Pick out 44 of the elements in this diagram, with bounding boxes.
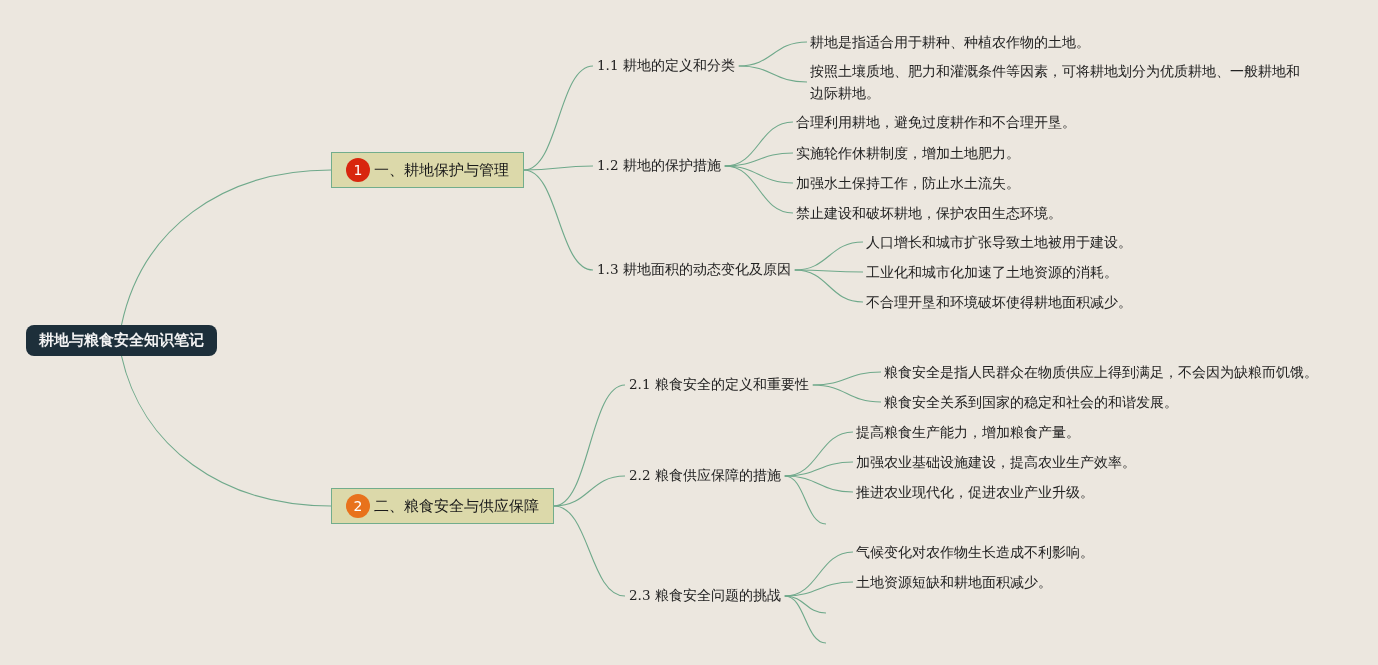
note-text: 粮食安全是指人民群众在物质供应上得到满足，不会因为缺粮而饥饿。 <box>881 360 1321 384</box>
subtopic-label: 2.2 粮食供应保障的措施 <box>625 466 785 486</box>
note-text: 禁止建设和破坏耕地，保护农田生态环境。 <box>793 201 1065 225</box>
connector <box>812 384 882 403</box>
note-text: 气候变化对农作物生长造成不利影响。 <box>853 540 1097 564</box>
connector <box>553 505 626 597</box>
note-text: 推进农业现代化，促进农业产业升级。 <box>853 480 1097 504</box>
note-text: 粮食安全关系到国家的稳定和社会的和谐发展。 <box>881 390 1181 414</box>
number-badge: 2 <box>346 494 370 518</box>
connector <box>120 169 332 326</box>
connector <box>724 165 794 184</box>
note-text: 按照土壤质地、肥力和灌溉条件等因素，可将耕地划分为优质耕地、一般耕地和边际耕地。 <box>807 59 1305 105</box>
note-text: 人口增长和城市扩张导致土地被用于建设。 <box>863 230 1135 254</box>
connector <box>738 65 808 83</box>
note-text: 加强水土保持工作，防止水土流失。 <box>793 171 1023 195</box>
note-text: 工业化和城市化加速了土地资源的消耗。 <box>863 260 1121 284</box>
connector <box>553 475 626 507</box>
note-text: 耕地是指适合用于耕种、种植农作物的土地。 <box>807 30 1093 54</box>
subtopic-label: 2.1 粮食安全的定义和重要性 <box>625 375 813 395</box>
connector <box>784 595 827 644</box>
subtopic-label: 1.2 耕地的保护措施 <box>593 156 725 176</box>
connector <box>523 165 594 171</box>
subtopic-label: 2.3 粮食安全问题的挑战 <box>625 586 785 606</box>
topic-title: 一、耕地保护与管理 <box>374 160 509 180</box>
connector <box>724 165 794 214</box>
root-topic-box: 耕地与粮食安全知识笔记 <box>26 325 217 356</box>
connector <box>523 169 594 271</box>
connector <box>120 355 332 507</box>
subtopic-label: 1.1 耕地的定义和分类 <box>593 56 739 76</box>
topic-box <box>331 488 554 524</box>
topic-box <box>331 152 524 188</box>
note-text: 土地资源短缺和耕地面积减少。 <box>853 570 1055 594</box>
connector <box>794 269 864 303</box>
connector <box>784 581 854 597</box>
connector <box>784 475 854 493</box>
note-text: 实施轮作休耕制度，增加土地肥力。 <box>793 141 1023 165</box>
note-text: 加强农业基础设施建设，提高农业生产效率。 <box>853 450 1139 474</box>
number-badge: 1 <box>346 158 370 182</box>
connector <box>784 475 827 525</box>
topic-title: 二、粮食安全与供应保障 <box>374 496 539 516</box>
note-text: 提高粮食生产能力，增加粮食产量。 <box>853 420 1083 444</box>
note-text: 合理利用耕地，避免过度耕作和不合理开垦。 <box>793 110 1079 134</box>
note-text: 不合理开垦和环境破坏使得耕地面积减少。 <box>863 290 1135 314</box>
subtopic-label: 1.3 耕地面积的动态变化及原因 <box>593 260 795 280</box>
